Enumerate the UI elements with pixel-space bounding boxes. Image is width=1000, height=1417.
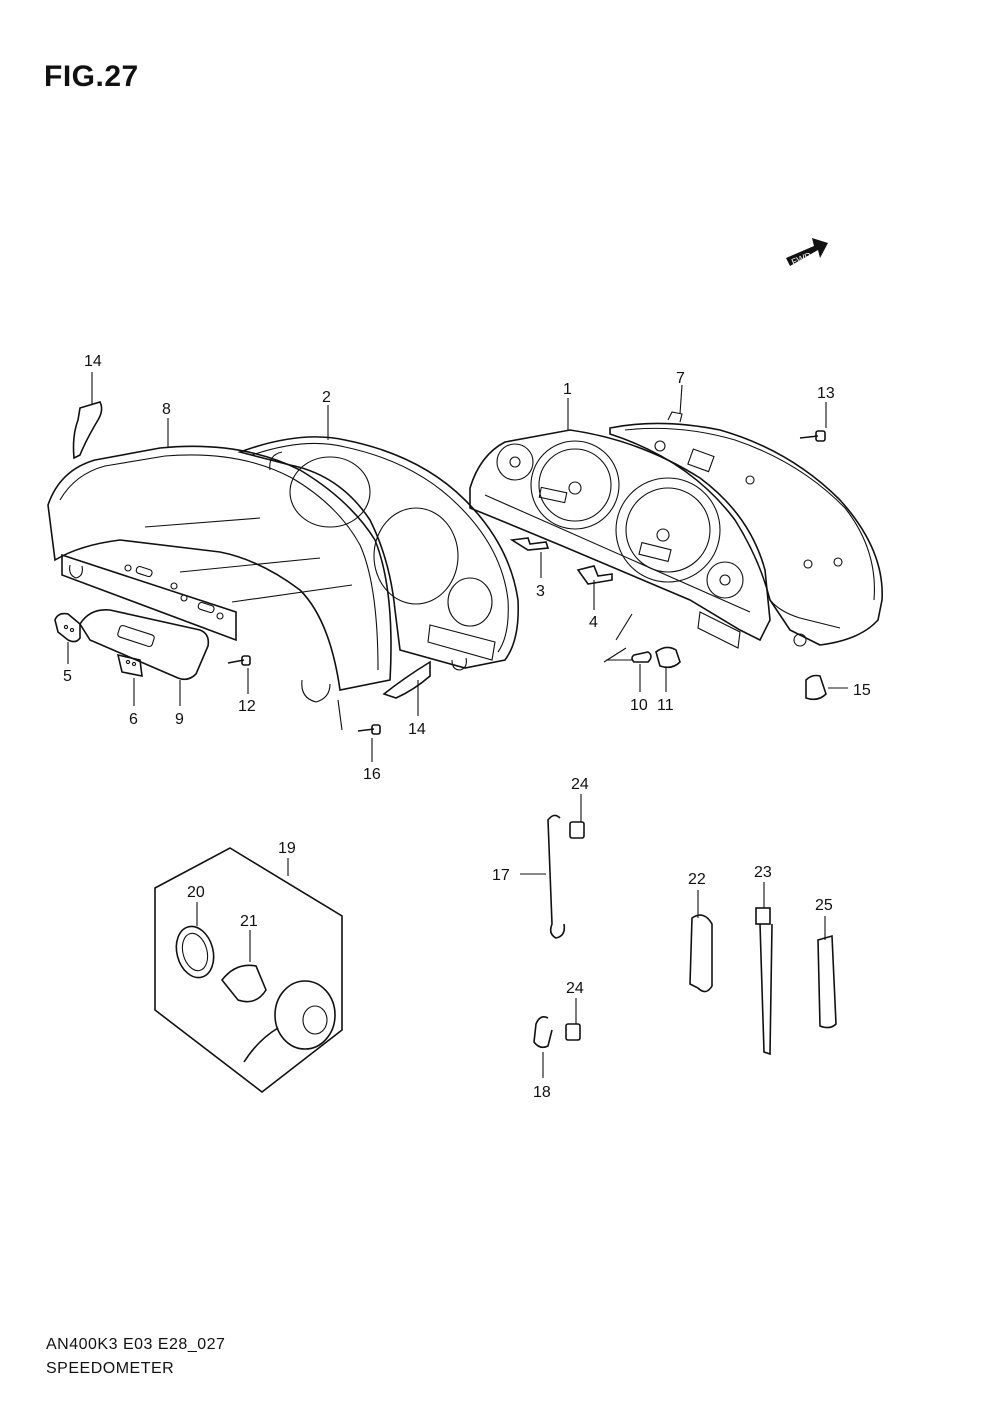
part-23-cable-tie bbox=[755, 907, 773, 1056]
callout-17: 17 bbox=[492, 867, 510, 884]
callout-20: 20 bbox=[187, 884, 205, 901]
callout-21: 21 bbox=[240, 913, 258, 930]
part-4-terminal bbox=[576, 565, 613, 585]
callout-22: 22 bbox=[688, 871, 706, 888]
callout-3: 3 bbox=[536, 583, 545, 600]
part-10-bulb bbox=[631, 651, 652, 663]
part-8-meter-cover bbox=[47, 445, 392, 703]
part-20-ring bbox=[175, 925, 215, 979]
part-24-bolt-a bbox=[569, 821, 585, 839]
callout-2: 2 bbox=[322, 389, 331, 406]
callout-9: 9 bbox=[175, 711, 184, 728]
part-25-band bbox=[817, 934, 837, 1029]
part-1-meter-assembly bbox=[469, 429, 771, 649]
callout-18: 18 bbox=[533, 1084, 551, 1101]
figure-title: FIG.27 bbox=[44, 60, 139, 93]
part-13-screw bbox=[799, 430, 826, 442]
callout-25: 25 bbox=[815, 897, 833, 914]
callout-5: 5 bbox=[63, 668, 72, 685]
speed-sensor-unit bbox=[243, 980, 336, 1063]
callout-10: 10 bbox=[630, 697, 648, 714]
part-14-trim-right bbox=[382, 660, 431, 699]
callout-13: 13 bbox=[817, 385, 835, 402]
diagram-code: AN400K3 E03 E28_027 bbox=[46, 1336, 226, 1353]
part-14-trim-left bbox=[72, 401, 103, 460]
diagram-name: SPEEDOMETER bbox=[46, 1360, 175, 1377]
fwd-arrow-icon: FWD bbox=[786, 238, 828, 267]
part-22-clamp bbox=[689, 914, 713, 993]
part-7-rear-case bbox=[609, 411, 883, 647]
part-16-screw bbox=[357, 724, 381, 735]
leader-bulb-guide bbox=[603, 613, 633, 663]
callout-8: 8 bbox=[162, 401, 171, 418]
part-15-rubber-cap bbox=[805, 674, 827, 701]
callout-24-bottom: 24 bbox=[566, 980, 584, 997]
part-19-box bbox=[154, 847, 343, 1094]
part-21-socket bbox=[220, 964, 267, 1003]
callout-14-bottom: 14 bbox=[408, 721, 426, 738]
part-2-gauge-bezel bbox=[237, 436, 520, 671]
part-18-clip bbox=[533, 1016, 553, 1049]
part-3-terminal bbox=[509, 537, 550, 551]
callout-14-top: 14 bbox=[84, 353, 102, 370]
callout-12: 12 bbox=[238, 698, 256, 715]
part-5-switch-cap bbox=[54, 612, 81, 643]
part-24-bolt-b bbox=[565, 1023, 581, 1041]
callout-1: 1 bbox=[563, 381, 572, 398]
part-9-switch-panel bbox=[79, 608, 210, 681]
callout-23: 23 bbox=[754, 864, 772, 881]
callout-15: 15 bbox=[853, 682, 871, 699]
callout-19: 19 bbox=[278, 840, 296, 857]
part-11-bulb-socket bbox=[655, 646, 681, 669]
callout-7: 7 bbox=[676, 370, 685, 387]
callout-4: 4 bbox=[589, 614, 598, 631]
part-6-knob bbox=[116, 653, 143, 678]
leader-lines bbox=[67, 372, 848, 1078]
callout-11: 11 bbox=[657, 697, 674, 714]
fwd-label: FWD bbox=[790, 250, 813, 267]
callout-24-top: 24 bbox=[571, 776, 589, 793]
callout-16: 16 bbox=[363, 766, 381, 783]
part-12-screw bbox=[227, 655, 251, 666]
callout-6: 6 bbox=[129, 711, 138, 728]
part-17-spring-clip bbox=[547, 814, 566, 939]
